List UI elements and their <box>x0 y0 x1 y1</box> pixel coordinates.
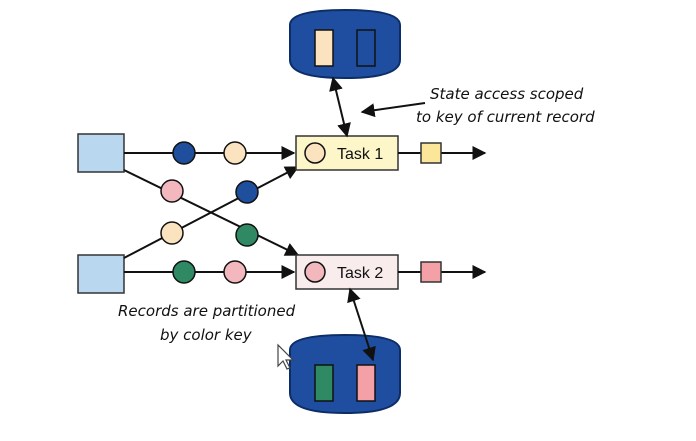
record-beige <box>223 141 247 165</box>
source-box-bottom <box>77 254 125 294</box>
task-2-record <box>304 261 326 283</box>
output-record-yellow <box>420 142 442 164</box>
state-access-arrow-bottom <box>347 287 376 362</box>
state-access-arrow-top <box>329 76 351 138</box>
state-entry-beige <box>314 29 334 67</box>
state-entry-green <box>314 364 334 402</box>
record-beige <box>160 221 184 245</box>
task-2-box: Task 2 <box>295 254 399 290</box>
source-box-top <box>77 133 125 173</box>
state-store-top <box>289 8 401 80</box>
flow-cross-up <box>123 166 300 259</box>
record-green <box>172 260 196 284</box>
state-entry-pink <box>356 364 376 402</box>
record-pink <box>160 179 184 203</box>
task-1-box: Task 1 <box>295 135 399 171</box>
task-1-record <box>304 142 326 164</box>
state-store-bottom <box>289 333 401 415</box>
task-2-label: Task 2 <box>337 265 383 282</box>
record-navy <box>235 180 259 204</box>
annotation-pointer-arrow <box>360 102 426 118</box>
record-navy <box>172 141 196 165</box>
record-green <box>235 223 259 247</box>
task-1-label: Task 1 <box>337 146 383 163</box>
state-entry-navy <box>356 29 376 67</box>
record-pink <box>223 260 247 284</box>
output-record-pink <box>420 261 442 283</box>
annotation-state-access-line1: State access scoped <box>430 85 584 103</box>
annotation-state-access-line2: to key of current record <box>416 108 595 126</box>
annotation-partition-line1: Records are partitioned <box>118 302 296 320</box>
annotation-partition-line2: by color key <box>160 326 253 344</box>
mouse-cursor-icon <box>277 343 295 370</box>
